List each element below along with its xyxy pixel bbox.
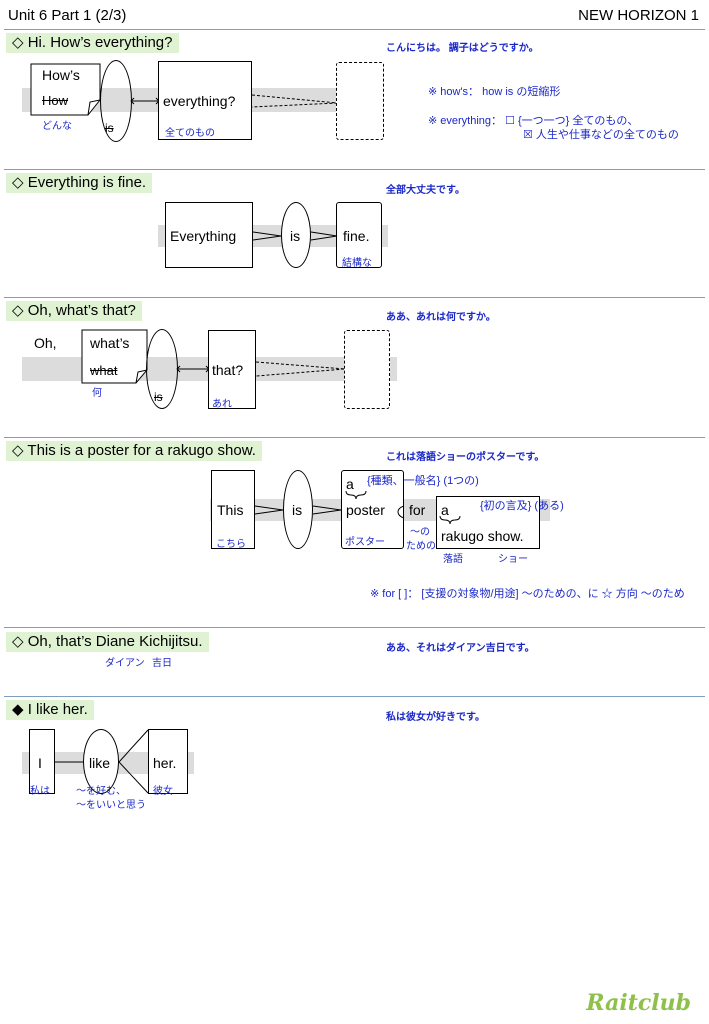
- gloss-rakugo: 落語: [443, 554, 463, 565]
- object-box: [148, 729, 188, 794]
- subject-box: [165, 202, 253, 268]
- word-like: like: [89, 755, 111, 771]
- word-rakugo-show: rakugo show.: [441, 528, 524, 544]
- word-everything: everything?: [163, 93, 236, 109]
- word-what-struck: what: [90, 363, 118, 378]
- gloss-kanojo: 彼女: [153, 786, 173, 797]
- empty-slot-box: [336, 62, 384, 140]
- verb-ellipse: [281, 202, 311, 268]
- empty-slot-box: [344, 330, 390, 409]
- subject-box: [29, 729, 55, 794]
- complement-box: [341, 470, 404, 549]
- word-this: This: [217, 502, 244, 518]
- gloss-show: ショー: [498, 554, 528, 565]
- divider: [4, 437, 705, 438]
- note-everything: ※ everything： ☐ {一つ一つ} 全てのもの、: [428, 115, 639, 127]
- sentence-3: ◇ Oh, what’s that?: [6, 301, 142, 321]
- word-oh: Oh,: [34, 335, 57, 351]
- gloss-kichijitsu: 吉日: [152, 658, 172, 669]
- verb-ellipse: [100, 60, 132, 142]
- gloss-like-2: ～をいいと思う: [76, 800, 146, 811]
- divider: [4, 29, 705, 30]
- translation-5: ああ、それはダイアン吉日です。: [386, 643, 535, 654]
- textbook-title: NEW HORIZON 1: [578, 7, 699, 24]
- sentence-2: ◇ Everything is fine.: [6, 173, 153, 193]
- gloss-nani: 何: [92, 388, 102, 399]
- word-a-2: a: [441, 502, 449, 518]
- verb-ellipse: [146, 329, 178, 409]
- translation-4: これは落語ショーのポスターです。: [386, 452, 545, 463]
- word-whats: what’s: [90, 335, 130, 351]
- sentence-4: ◇ This is a poster for a rakugo show.: [6, 441, 262, 461]
- word-is: is: [292, 502, 303, 518]
- note-for: ※ for [ ]： [支援の対象物/用途] ～のための、に ☆ 方向 ～のため: [370, 588, 685, 600]
- gloss-diane: ダイアン: [105, 658, 145, 669]
- word-hows: How’s: [42, 67, 80, 83]
- word-i: I: [38, 755, 42, 771]
- translation-1: こんにちは。 調子はどうですか。: [386, 43, 539, 54]
- divider: [4, 627, 705, 628]
- divider: [4, 297, 705, 298]
- gloss-like-1: ～を好む、: [76, 786, 126, 797]
- word-that: that?: [212, 362, 244, 378]
- subject-box: [208, 330, 256, 409]
- gloss-for-2: ための: [406, 541, 436, 552]
- subject-box: [211, 470, 255, 549]
- raitclub-logo: Raitclub: [586, 990, 691, 1016]
- gloss-a-first-mention: {初の言及} (ある): [480, 500, 564, 512]
- gloss-kochira: こちら: [216, 539, 246, 550]
- sentence-6: ◆ I like her.: [6, 700, 94, 720]
- note-hows: ※ how's： how is の短縮形: [428, 86, 561, 98]
- word-how-struck: How: [42, 93, 69, 108]
- translation-6: 私は彼女が好きです。: [386, 712, 485, 723]
- sentence-5: ◇ Oh, that’s Diane Kichijitsu.: [6, 632, 209, 652]
- unit-title: Unit 6 Part 1 (2/3): [8, 7, 127, 24]
- translation-2: 全部大丈夫です。: [386, 185, 465, 196]
- divider: [4, 696, 705, 697]
- gloss-a-indefinite: {種類、一般名} (1つの): [367, 475, 479, 487]
- gloss-are: あれ: [212, 399, 232, 410]
- divider: [4, 169, 705, 170]
- object-box: [436, 496, 540, 549]
- gloss-kekkou: 結構な: [342, 258, 372, 269]
- gloss-subete: 全てのもの: [165, 128, 215, 139]
- complement-box: [336, 202, 382, 268]
- subject-box: [158, 61, 252, 140]
- gloss-poster: ポスター: [345, 537, 385, 548]
- gloss-watashi: 私は: [30, 786, 50, 797]
- sentence-1: ◇ Hi. How’s everything?: [6, 33, 179, 53]
- word-fine: fine.: [343, 228, 370, 244]
- word-everything: Everything: [170, 228, 237, 244]
- word-poster: poster: [346, 502, 385, 518]
- word-her: her.: [153, 755, 177, 771]
- word-is: is: [290, 228, 301, 244]
- verb-ellipse: [283, 470, 313, 549]
- note-everything-2: ☒ 人生や仕事などの全てのもの: [523, 129, 679, 141]
- gloss-for-1: ～の: [410, 527, 430, 538]
- gloss-donna: どんな: [42, 121, 72, 132]
- word-is-struck: is: [154, 390, 163, 404]
- verb-ellipse: [83, 729, 119, 794]
- word-a: a: [346, 476, 354, 492]
- word-is-struck: is: [105, 121, 114, 135]
- word-for: for: [409, 502, 426, 518]
- translation-3: ああ、あれは何ですか。: [386, 312, 496, 323]
